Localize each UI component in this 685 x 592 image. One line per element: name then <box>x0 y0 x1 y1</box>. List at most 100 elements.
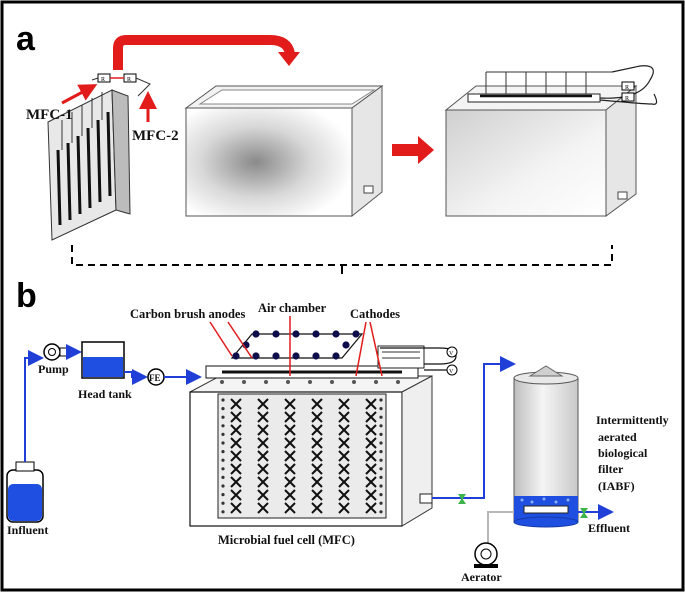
electrode-node <box>252 352 260 360</box>
brush-anode-mark <box>230 463 242 475</box>
brush-anode-mark <box>338 476 350 488</box>
label-iabf-1: Intermittently <box>596 413 669 427</box>
brush-anode-mark <box>311 424 323 436</box>
brush-anode-mark <box>338 450 350 462</box>
brush-anode-mark <box>338 424 350 436</box>
lid-bolt <box>330 380 334 384</box>
lid-bolt <box>242 380 246 384</box>
bolt <box>379 510 383 514</box>
head-tank <box>81 341 125 379</box>
label-influent: Influent <box>7 523 48 537</box>
aerator-icon <box>474 542 498 568</box>
brush-anode-mark <box>257 437 269 449</box>
empty-tank <box>184 85 384 218</box>
brush-anode-mark <box>311 502 323 514</box>
label-head-tank: Head tank <box>78 387 132 401</box>
label-iabf-2: aerated <box>598 430 637 444</box>
bolt <box>379 501 383 505</box>
brush-anode-mark <box>284 489 296 501</box>
bolt <box>379 432 383 436</box>
brush-anode-mark <box>257 411 269 423</box>
brush-anode-mark <box>338 437 350 449</box>
brush-anode-mark <box>338 463 350 475</box>
brush-anode-mark <box>284 424 296 436</box>
brush-anode-mark <box>365 476 377 488</box>
brush-anode-mark <box>365 463 377 475</box>
valve-icon-1b <box>458 498 466 504</box>
air-line <box>487 511 514 548</box>
brush-anode-mark <box>257 398 269 410</box>
brush-anode-mark <box>311 476 323 488</box>
brush-anode-mark <box>338 411 350 423</box>
influent-bottle <box>6 461 44 523</box>
label-aerator: Aerator <box>461 570 502 584</box>
label-pointers <box>209 316 383 377</box>
label-pump: Pump <box>38 362 69 376</box>
brush-anode-mark <box>311 398 323 410</box>
bolt <box>379 475 383 479</box>
brush-anode-mark <box>230 489 242 501</box>
brush-anode-mark <box>365 450 377 462</box>
label-fe: FE <box>149 373 161 383</box>
pipe-tank-fe <box>124 369 148 385</box>
electrode-node <box>312 352 320 360</box>
bolt <box>379 398 383 402</box>
label-effluent: Effluent <box>588 521 630 535</box>
brush-anode-mark <box>284 450 296 462</box>
brush-anode-mark <box>365 398 377 410</box>
arrow-mfc-1 <box>61 84 98 105</box>
bolt <box>379 484 383 488</box>
brush-anode-mark <box>338 489 350 501</box>
bolt <box>221 458 225 462</box>
electrode-node <box>292 330 300 338</box>
electrode-node <box>312 330 320 338</box>
bolt <box>221 415 225 419</box>
lid-bolt <box>264 380 268 384</box>
brush-anode-mark <box>230 476 242 488</box>
resistor-mark-a4: R <box>625 96 629 102</box>
brush-anode-mark <box>230 424 242 436</box>
label-air-chamber: Air chamber <box>258 301 327 315</box>
label-iabf-4: filter <box>598 462 624 476</box>
brush-anode-mark <box>257 450 269 462</box>
pipe-influent-pump <box>24 350 44 462</box>
bolt <box>221 450 225 454</box>
lid-bolt <box>286 380 290 384</box>
electrode-node <box>292 352 300 360</box>
lid-bolt <box>308 380 312 384</box>
resistor-mark-a1: R <box>101 77 105 83</box>
panel-label-a: a <box>16 20 36 58</box>
electrode-rack <box>230 330 425 369</box>
brush-anode-mark <box>365 502 377 514</box>
brush-anode-mark <box>230 398 242 410</box>
voltage-mark-2: V <box>449 369 454 375</box>
resistor-mark-a3: R <box>625 85 629 91</box>
bolt <box>221 501 225 505</box>
external-circuit: V V <box>380 346 458 376</box>
label-mfc-1: MFC-1 <box>26 107 73 123</box>
bolt <box>221 398 225 402</box>
pipe-mfc-filter <box>462 356 516 499</box>
bolt <box>221 424 225 428</box>
brush-anode-mark <box>257 502 269 514</box>
brush-anode-mark <box>284 411 296 423</box>
electrode-node <box>352 330 360 338</box>
lid-bolt <box>220 380 224 384</box>
brush-anode-mark <box>257 424 269 436</box>
bolt <box>379 467 383 471</box>
bolt <box>379 415 383 419</box>
brush-anode-mark <box>230 450 242 462</box>
label-carbon-brush-anodes: Carbon brush anodes <box>130 307 245 321</box>
mfc-reactor <box>189 365 433 527</box>
electrode-node <box>332 352 340 360</box>
electrode-node <box>332 330 340 338</box>
bolt <box>221 475 225 479</box>
electrode-node <box>252 330 260 338</box>
lid-bolt <box>352 380 356 384</box>
brush-anode-mark <box>257 476 269 488</box>
valve-icon-1 <box>458 494 466 500</box>
label-iabf-3: biological <box>598 446 648 460</box>
brush-anode-mark <box>338 502 350 514</box>
